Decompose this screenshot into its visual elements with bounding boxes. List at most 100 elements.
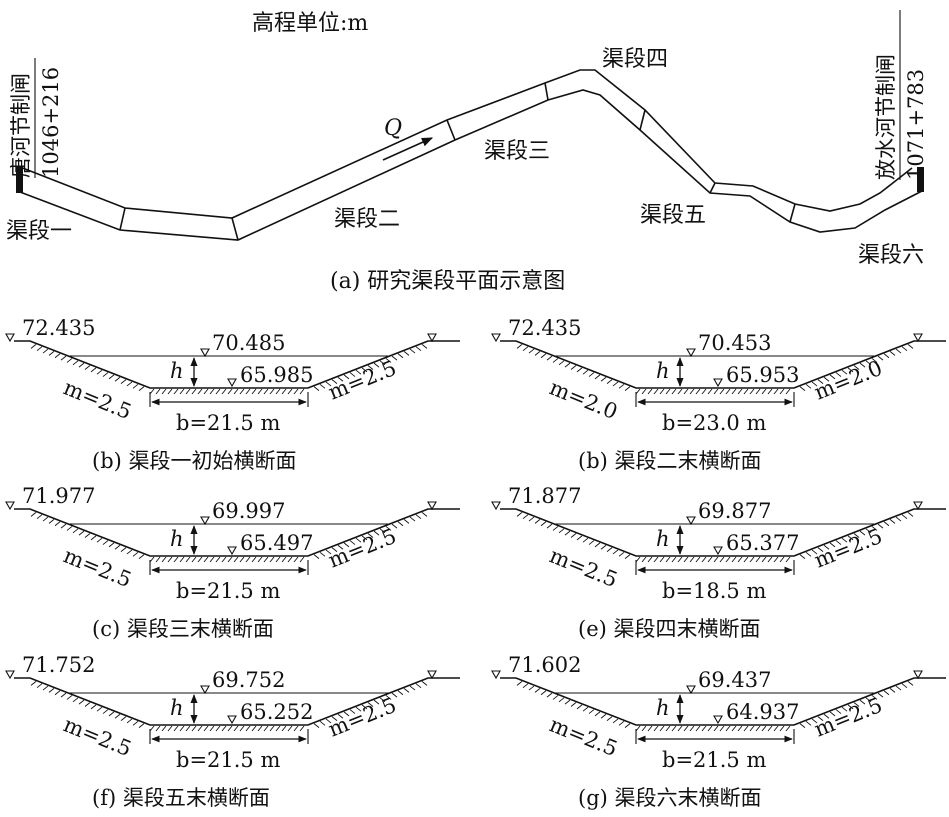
bank-hatch xyxy=(618,720,625,726)
bank-hatch xyxy=(54,690,61,696)
bank-hatch xyxy=(72,360,79,366)
bottom-hatch xyxy=(779,725,785,732)
bank-hatch xyxy=(516,511,523,517)
bottom-hatch xyxy=(647,388,653,395)
bank-hatch xyxy=(582,706,589,712)
bank-hatch xyxy=(895,516,902,522)
gate-left-label: 唐河节制闸 1046+216 xyxy=(9,58,63,178)
bottom-hatch xyxy=(647,556,653,563)
bottom-hatch xyxy=(635,556,641,563)
bottom-hatch xyxy=(191,725,197,732)
divider-3-4 xyxy=(544,82,549,101)
bank-hatch xyxy=(859,699,866,705)
flow-label: Q xyxy=(384,116,402,141)
bank-hatch xyxy=(558,697,565,703)
elevation-marker-right xyxy=(427,333,437,343)
bottom-hatch xyxy=(185,725,191,732)
bottom-hatch xyxy=(725,388,731,395)
elevation-top-label: 72.435 xyxy=(508,316,581,340)
bottom-hatch xyxy=(635,725,641,732)
bottom-hatch xyxy=(263,556,269,563)
bank-hatch xyxy=(829,542,836,548)
bank-hatch xyxy=(582,537,589,543)
bank-hatch xyxy=(552,358,559,363)
bank-hatch xyxy=(397,521,404,527)
bottom-hatch xyxy=(689,725,695,732)
bank-hatch xyxy=(606,379,613,384)
bank-hatch xyxy=(42,685,49,691)
bottom-hatch xyxy=(203,388,209,395)
bank-hatch xyxy=(811,549,818,555)
bank-hatch xyxy=(871,358,878,363)
bottom-hatch xyxy=(275,388,281,395)
bottom-hatch xyxy=(659,556,665,563)
bottom-hatch xyxy=(749,725,755,732)
bottom-hatch xyxy=(149,725,155,732)
bank-hatch xyxy=(847,535,854,541)
bank-hatch xyxy=(853,365,860,370)
bank-hatch xyxy=(558,360,565,366)
bank-hatch xyxy=(331,379,338,384)
bottom-hatch xyxy=(239,388,245,395)
bank-hatch xyxy=(343,542,350,548)
bank-hatch xyxy=(349,372,356,377)
depth-label: h xyxy=(170,359,184,383)
bottom-hatch xyxy=(671,556,677,563)
bank-hatch xyxy=(618,551,625,557)
bottom-hatch xyxy=(653,556,659,563)
bottom-hatch xyxy=(779,388,785,395)
bottom-hatch xyxy=(233,388,239,395)
bank-hatch xyxy=(355,369,362,375)
bottom-hatch xyxy=(743,556,749,563)
segment-label-2: 渠段二 xyxy=(334,207,400,232)
bottom-hatch xyxy=(161,556,167,563)
bottom-hatch xyxy=(269,556,275,563)
bank-hatch xyxy=(624,554,631,560)
bottom-hatch xyxy=(701,388,707,395)
plan-caption: (a) 研究渠段平面示意图 xyxy=(330,269,565,294)
bottom-hatch xyxy=(773,725,779,732)
divider-5-turn xyxy=(709,182,716,194)
bank-hatch xyxy=(48,519,55,524)
bank-hatch xyxy=(30,343,37,349)
bank-hatch xyxy=(403,688,410,693)
bottom-hatch xyxy=(209,725,215,732)
gate-left xyxy=(16,166,23,193)
bottom-hatch xyxy=(659,725,665,732)
bottom-hatch xyxy=(269,388,275,395)
bank-hatch xyxy=(528,348,535,354)
channel-profile xyxy=(500,340,946,389)
bottom-hatch xyxy=(233,556,239,563)
bank-hatch xyxy=(126,549,133,555)
bank-hatch xyxy=(570,365,577,370)
bank-hatch xyxy=(805,551,812,557)
bank-hatch xyxy=(516,343,523,349)
elevation-bottom-label: 65.497 xyxy=(240,531,313,555)
bank-hatch xyxy=(799,723,806,729)
bottom-hatch xyxy=(755,725,761,732)
bank-hatch xyxy=(409,516,416,522)
bottom-hatch xyxy=(677,556,683,563)
bank-hatch xyxy=(36,683,43,689)
bank-hatch xyxy=(823,376,830,382)
bank-hatch xyxy=(138,554,145,560)
bank-hatch xyxy=(835,709,842,714)
bank-hatch xyxy=(889,351,896,356)
bank-hatch xyxy=(96,706,103,712)
bank-hatch xyxy=(102,540,109,545)
bottom-hatch xyxy=(239,556,245,563)
divider-1-2 xyxy=(119,207,126,231)
bottom-hatch xyxy=(233,725,239,732)
bank-hatch xyxy=(901,514,908,520)
bottom-hatch xyxy=(191,556,197,563)
bank-hatch xyxy=(552,695,559,700)
elevation-marker-water xyxy=(686,685,696,695)
slope-left-label: m=2.5 xyxy=(546,543,621,592)
bank-hatch xyxy=(397,690,404,696)
bank-hatch xyxy=(799,386,806,392)
bank-hatch xyxy=(367,702,374,707)
bank-hatch xyxy=(337,544,344,550)
bank-hatch xyxy=(409,348,416,354)
bank-hatch xyxy=(805,383,812,389)
